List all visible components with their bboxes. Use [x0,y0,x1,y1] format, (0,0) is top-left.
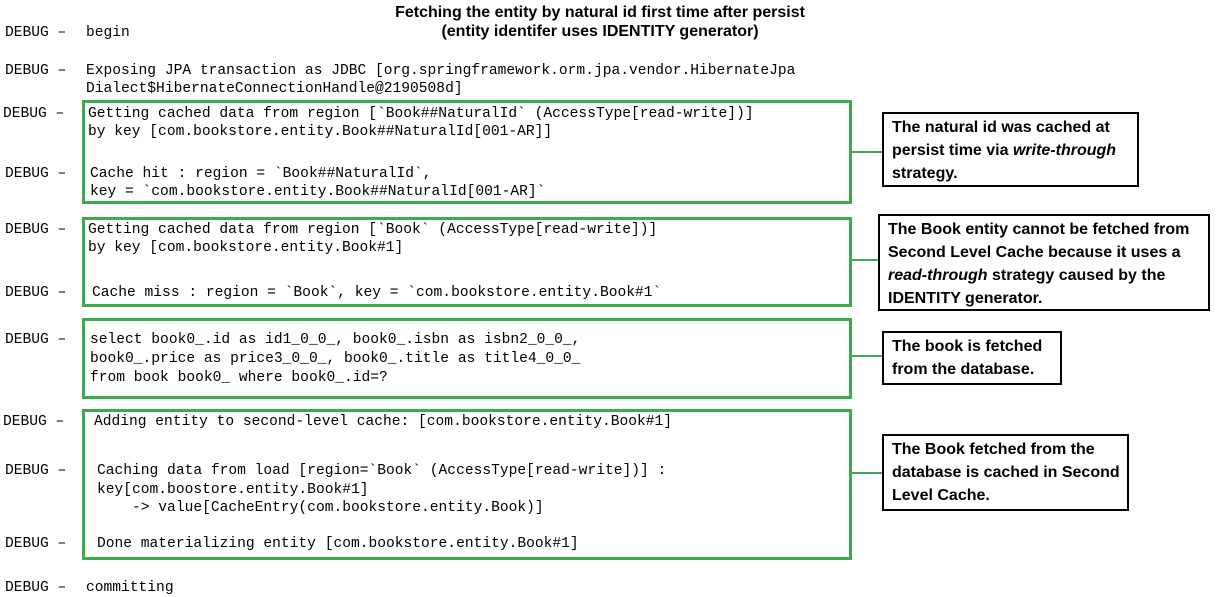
select-query-group-box [82,318,852,399]
debug-prefix: DEBUG – [5,580,76,596]
debug-prefix: DEBUG – [5,463,67,479]
note-1-line-2-text: persist time via [892,142,1013,159]
note-fetched-from-database: The book is fetched from the database. [882,331,1062,385]
second-level-cache-group-box [82,409,852,560]
log-adding-entity: Adding entity to second-level cache: [co… [94,414,673,430]
connector-2 [852,259,878,261]
log-book-miss: Cache miss : region = `Book`, key = `com… [92,285,662,301]
note-3-line-2: from the database. [892,361,1035,378]
note-entity-not-cached: The Book entity cannot be fetched from S… [878,214,1210,311]
connector-4 [852,472,882,474]
note-1-line-3: strategy. [892,165,958,182]
log-natural-id-hit-line-1: Cache hit : region = `Book##NaturalId`, [90,166,432,182]
debug-prefix: DEBUG – [5,332,67,348]
log-book-get-line-2: by key [com.bookstore.entity.Book#1] [88,240,404,256]
log-exposing-line-2: Dialect$HibernateConnectionHandle@219050… [86,81,463,97]
note-4-line-1: The Book fetched from the [892,441,1095,458]
debug-prefix: DEBUG – [5,63,76,79]
note-4-line-2: database is cached in Second [892,464,1120,481]
note-4-line-3: Level Cache. [892,487,990,504]
log-natural-id-get-line-1: Getting cached data from region [`Book##… [88,106,754,122]
log-caching-line-2: key[com.boostore.entity.Book#1] [97,482,369,498]
title-line-2: (entity identifer uses IDENTITY generato… [441,23,759,40]
note-1-line-2-emphasis: write-through [1012,142,1117,159]
log-select-line-2: book0_.price as price3_0_0_, book0_.titl… [90,351,581,367]
note-1-line-1: The natural id was cached at [892,119,1110,136]
log-select-line-1: select book0_.id as id1_0_0_, book0_.isb… [90,332,581,348]
debug-prefix: DEBUG – [3,106,65,122]
connector-1 [852,151,882,153]
entity-cache-group-box [82,217,852,307]
log-begin: begin [86,25,130,41]
log-caching-line-1: Caching data from load [region=`Book` (A… [97,463,667,479]
log-committing: committing [86,580,174,596]
log-natural-id-get-line-2: by key [com.bookstore.entity.Book##Natur… [88,124,553,140]
note-2-line-3: read-through strategy caused by the [888,264,1202,287]
note-2-line-4: IDENTITY generator. [888,290,1043,307]
debug-prefix: DEBUG – [3,414,65,430]
note-3-line-1: The book is fetched [892,338,1043,355]
log-done-materializing: Done materializing entity [com.bookstore… [97,536,579,552]
debug-prefix: DEBUG – [5,285,67,301]
note-2-line-1: The Book entity cannot be fetched from [888,221,1190,238]
note-1-line-2: persist time via write-through [892,139,1131,162]
log-caching-line-3: -> value[CacheEntry(com.bookstore.entity… [97,500,544,516]
title-line-1: Fetching the entity by natural id first … [395,4,805,21]
note-natural-id-cached: The natural id was cached at persist tim… [882,112,1139,187]
note-2-line-3-text: strategy caused by the [987,267,1166,284]
debug-prefix: DEBUG – [5,25,76,41]
log-exposing-line-1: Exposing JPA transaction as JDBC [org.sp… [86,63,796,79]
debug-prefix: DEBUG – [5,222,67,238]
debug-prefix: DEBUG – [5,166,67,182]
note-2-line-2: Second Level Cache because it uses a [888,244,1181,261]
diagram-title: Fetching the entity by natural id first … [300,3,900,41]
log-book-get-line-1: Getting cached data from region [`Book` … [88,222,658,238]
note-2-line-3-emphasis: read-through [888,267,988,284]
connector-3 [852,355,882,357]
note-cached-in-second-level: The Book fetched from the database is ca… [882,434,1129,511]
natural-id-group-box [82,100,852,204]
debug-prefix: DEBUG – [5,536,67,552]
log-select-line-3: from book book0_ where book0_.id=? [90,370,388,386]
log-natural-id-hit-line-2: key = `com.bookstore.entity.Book##Natura… [90,184,546,200]
